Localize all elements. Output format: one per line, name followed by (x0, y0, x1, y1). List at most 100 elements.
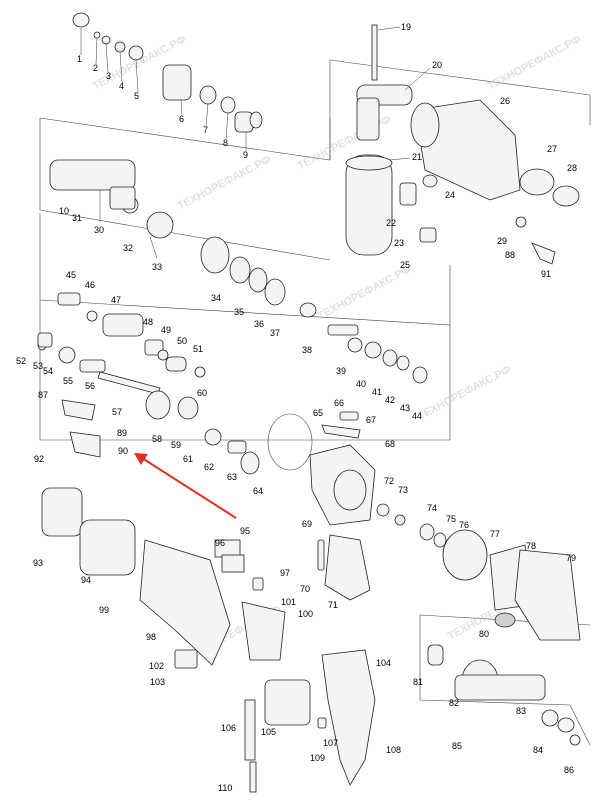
callout-label-5: 5 (134, 91, 139, 101)
callout-label-104: 104 (376, 658, 391, 668)
callout-label-37: 37 (270, 328, 280, 338)
callout-label-50: 50 (177, 336, 187, 346)
callout-label-86: 86 (564, 765, 574, 775)
callout-label-75: 75 (446, 514, 456, 524)
callout-label-107: 107 (323, 738, 338, 748)
callout-label-44: 44 (412, 411, 422, 421)
watermark-text: ТЕХНОРЕФАКС.РФ (486, 33, 583, 92)
callout-label-99: 99 (99, 605, 109, 615)
callout-label-36: 36 (254, 319, 264, 329)
callout-label-21: 21 (412, 152, 422, 162)
callout-label-9: 9 (243, 150, 248, 160)
callout-label-20: 20 (432, 60, 442, 70)
callout-label-38: 38 (302, 345, 312, 355)
callout-label-93: 93 (33, 558, 43, 568)
callout-label-57: 57 (112, 407, 122, 417)
callout-label-62: 62 (204, 462, 214, 472)
callout-label-58: 58 (152, 434, 162, 444)
callout-label-78: 78 (526, 541, 536, 551)
callout-label-2: 2 (93, 63, 98, 73)
callout-label-95: 95 (240, 526, 250, 536)
callout-label-43: 43 (400, 403, 410, 413)
callout-label-49: 49 (161, 325, 171, 335)
callout-label-55: 55 (63, 376, 73, 386)
callout-label-89: 89 (117, 428, 127, 438)
callout-labels: 1234567891019202122232425262728293031323… (16, 22, 577, 793)
callout-label-60: 60 (197, 388, 207, 398)
callout-label-45: 45 (66, 270, 76, 280)
callout-label-31: 31 (72, 213, 82, 223)
callout-label-82: 82 (449, 698, 459, 708)
callout-label-35: 35 (234, 307, 244, 317)
watermark-text: ТЕХНОРЕФАКС.РФ (176, 153, 273, 212)
callout-label-102: 102 (149, 661, 164, 671)
callout-label-8: 8 (223, 138, 228, 148)
parts (37, 12, 581, 793)
callout-label-6: 6 (179, 114, 184, 124)
callout-label-64: 64 (253, 486, 263, 496)
callout-label-79: 79 (566, 553, 576, 563)
callout-label-80: 80 (479, 629, 489, 639)
callout-label-98: 98 (146, 632, 156, 642)
callout-label-108: 108 (386, 745, 401, 755)
callout-label-22: 22 (386, 218, 396, 228)
callout-label-96: 96 (215, 538, 225, 548)
callout-label-69: 69 (302, 519, 312, 529)
callout-label-27: 27 (547, 144, 557, 154)
callout-label-29: 29 (497, 236, 507, 246)
callout-label-90: 90 (118, 446, 128, 456)
callout-label-92: 92 (34, 454, 44, 464)
callout-label-28: 28 (567, 163, 577, 173)
callout-label-97: 97 (280, 568, 290, 578)
callout-label-87: 87 (38, 390, 48, 400)
group-boundaries (39, 59, 591, 746)
callout-label-10: 10 (59, 206, 69, 216)
callout-label-34: 34 (211, 293, 221, 303)
callout-label-54: 54 (43, 366, 53, 376)
callout-label-106: 106 (221, 723, 236, 733)
callout-label-85: 85 (452, 741, 462, 751)
callout-label-77: 77 (490, 529, 500, 539)
callout-label-19: 19 (401, 22, 411, 32)
watermark-text: ТЕХНОРЕФАКС.РФ (316, 263, 413, 322)
callout-label-100: 100 (298, 609, 313, 619)
callout-label-110: 110 (218, 783, 232, 793)
callout-label-42: 42 (385, 395, 395, 405)
callout-label-47: 47 (111, 295, 121, 305)
callout-label-81: 81 (413, 677, 423, 687)
callout-label-33: 33 (152, 262, 162, 272)
callout-label-61: 61 (183, 454, 193, 464)
callout-label-40: 40 (356, 379, 366, 389)
callout-label-74: 74 (427, 503, 437, 513)
callout-label-41: 41 (372, 387, 382, 397)
callout-label-30: 30 (94, 225, 104, 235)
callout-label-56: 56 (85, 381, 95, 391)
callout-label-39: 39 (336, 366, 346, 376)
callout-label-72: 72 (384, 476, 394, 486)
callout-label-1: 1 (77, 54, 82, 64)
callout-label-68: 68 (385, 439, 395, 449)
callout-label-83: 83 (516, 706, 526, 716)
callout-label-32: 32 (123, 243, 133, 253)
callout-label-23: 23 (394, 238, 404, 248)
callout-label-73: 73 (398, 485, 408, 495)
callout-label-91: 91 (541, 269, 551, 279)
callout-label-63: 63 (227, 472, 237, 482)
callout-label-24: 24 (445, 190, 455, 200)
watermark-text: ТЕХНОРЕФАКС.РФ (416, 363, 513, 422)
callout-label-103: 103 (150, 677, 165, 687)
callout-label-65: 65 (313, 408, 323, 418)
callout-label-53: 53 (33, 361, 43, 371)
callout-label-88: 88 (505, 250, 515, 260)
callout-label-4: 4 (119, 81, 124, 91)
callout-label-94: 94 (81, 575, 91, 585)
callout-label-3: 3 (106, 71, 111, 81)
callout-label-70: 70 (300, 584, 310, 594)
callout-label-76: 76 (459, 520, 469, 530)
callout-label-25: 25 (400, 260, 410, 270)
callout-label-51: 51 (193, 344, 203, 354)
callout-label-59: 59 (171, 440, 181, 450)
callout-label-48: 48 (143, 317, 153, 327)
callout-label-52: 52 (16, 356, 26, 366)
